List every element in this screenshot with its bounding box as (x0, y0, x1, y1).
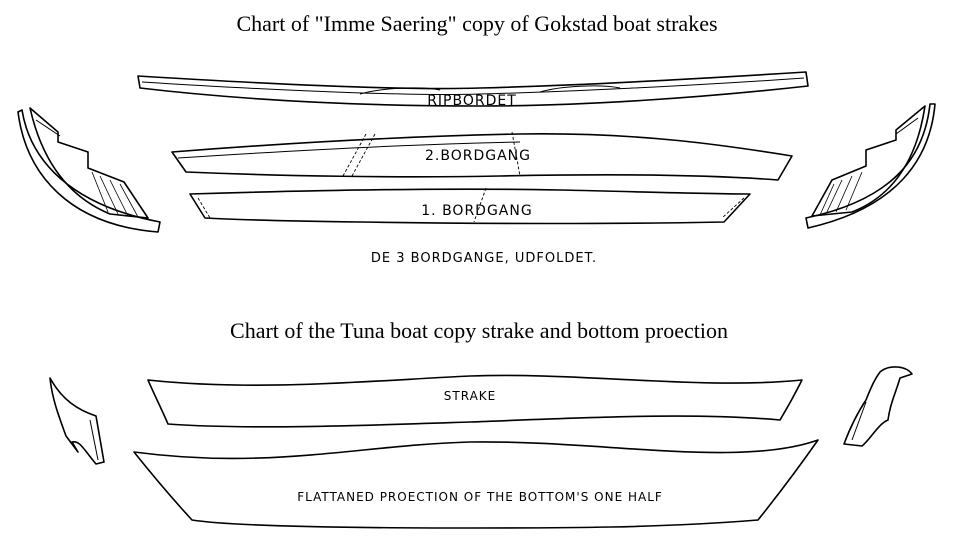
gokstad-title: Chart of "Imme Saering" copy of Gokstad … (236, 11, 717, 36)
first-bordgang-strake (189, 187, 751, 225)
tuna-bottom-projection (133, 439, 819, 529)
ripbordet-strake (137, 71, 809, 107)
tuna-bottom-label: FLATTANED PROECTION OF THE BOTTOM'S ONE … (297, 490, 663, 504)
gokstad-right-stem (805, 103, 936, 229)
gokstad-caption: DE 3 BORDGANGE, UDFOLDET. (371, 251, 597, 266)
first-bordgang-label: 1. BORDGANG (421, 203, 532, 219)
second-bordgang-strake (171, 131, 793, 181)
second-bordgang-label: 2.BORDGANG (425, 148, 531, 164)
tuna-strake-label: STRAKE (444, 389, 496, 403)
tuna-title: Chart of the Tuna boat copy strake and b… (230, 318, 728, 343)
gokstad-left-stem (17, 107, 161, 233)
tuna-strake (147, 374, 803, 428)
tuna-right-stem (843, 366, 913, 447)
tuna-left-stem (49, 377, 105, 465)
ripbordet-label: RIPBORDET (427, 93, 517, 109)
